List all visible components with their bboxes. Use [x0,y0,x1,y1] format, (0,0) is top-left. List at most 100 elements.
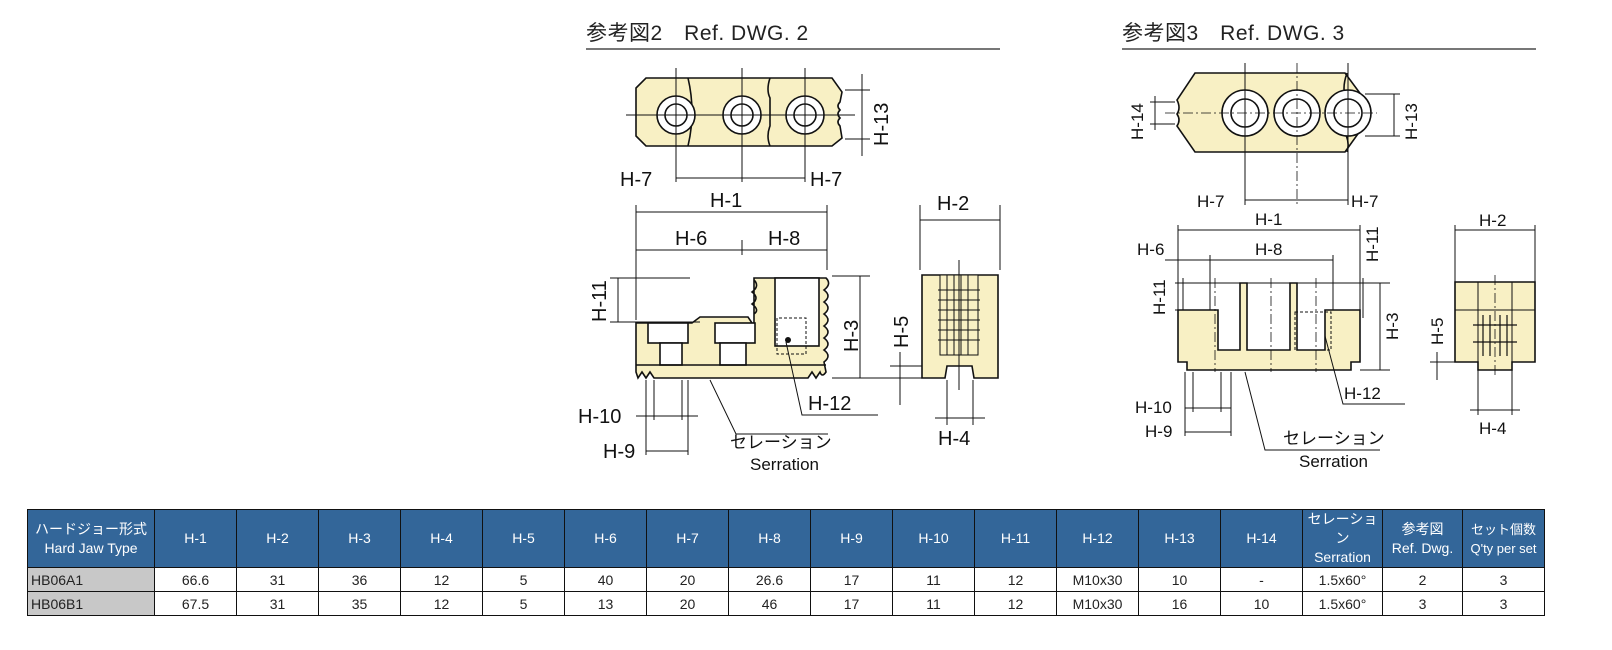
cell-h12: M10x30 [1056,591,1139,616]
cell-h6: 13 [564,591,647,616]
cell-h5: 5 [482,567,565,592]
dwg2-label-h12: H-12 [808,393,851,415]
dwg3-side-view: H-1 H-6 H-8 H-11 H-11 H-3 H-10 H-9 セレーショ… [1135,210,1405,471]
cell-h4: 12 [400,567,483,592]
cell-h2: 31 [236,591,319,616]
cell-h6: 40 [564,567,647,592]
cell-ref-dwg: 3 [1382,591,1463,616]
dwg2-label-h3: H-3 [841,320,863,352]
dwg2-label-h6: H-6 [675,228,707,250]
cell-qty: 3 [1462,591,1545,616]
header-h3: H-3 [318,509,401,568]
dwg2-label-h7-right: H-7 [810,169,842,191]
cell-h10: 11 [892,567,975,592]
cell-h14: 10 [1220,591,1303,616]
dwg2-label-h13: H-13 [871,103,893,146]
cell-ref-dwg: 2 [1382,567,1463,592]
header-h1: H-1 [154,509,237,568]
dwg3-label-h9: H-9 [1145,422,1172,441]
dwg3-label-h8: H-8 [1255,240,1282,259]
dwg3-label-h11-left: H-11 [1150,279,1169,315]
header-h12: H-12 [1056,509,1139,568]
dwg3-label-h7-left: H-7 [1197,192,1224,211]
dwg2-side-view: H-1 H-6 H-8 H-11 H-3 H-10 H-9 セレーション Ser… [578,190,930,474]
header-h7: H-7 [646,509,729,568]
cell-h9: 17 [810,567,893,592]
cell-h14: - [1220,567,1303,592]
dwg3-label-h14: H-14 [1128,103,1147,140]
dwg3-label-h3: H-3 [1383,313,1402,340]
dwg2-top-view: H-7 H-7 H-13 [620,68,893,191]
cell-h11: 12 [974,591,1057,616]
header-h11: H-11 [974,509,1057,568]
cell-h5: 5 [482,591,565,616]
dwg3-label-h4: H-4 [1479,419,1506,438]
table-row: HB06B1 67.5 31 35 12 5 13 20 46 17 11 12… [27,591,1545,616]
cell-h13: 16 [1138,591,1221,616]
dwg3-label-h11-right: H-11 [1363,226,1382,262]
dwg3-label-serration-jp: セレーション [1283,429,1385,448]
dwg2-title-rule [586,48,1000,50]
header-h9: H-9 [810,509,893,568]
cell-h10: 11 [892,591,975,616]
dwg3-top-view: H-13 H-14 H-7 H-7 [1128,63,1421,211]
cell-h7: 20 [646,567,729,592]
dwg2-label-h7-left: H-7 [620,169,652,191]
dwg3-end-view: H-2 H-5 H-4 [1428,211,1536,438]
dwg2-label-h9: H-9 [603,441,635,463]
cell-h7: 20 [646,591,729,616]
dwg2-end-view: H-2 H-5 H-4 [890,193,1001,450]
cell-type: HB06B1 [27,591,155,616]
cell-serration: 1.5x60° [1302,567,1383,592]
dwg2-label-h5: H-5 [891,316,913,348]
cell-type: HB06A1 [27,567,155,592]
dwg3-label-h5: H-5 [1428,318,1447,345]
dwg3-label-h6: H-6 [1137,240,1164,259]
cell-qty: 3 [1462,567,1545,592]
header-h4: H-4 [400,509,483,568]
dwg3-title: 参考図3 Ref. DWG. 3 [1122,22,1345,45]
cell-h9: 17 [810,591,893,616]
dwg3-label-h7-right: H-7 [1351,192,1378,211]
dwg3-label-serration-en: Serration [1299,452,1368,471]
header-h14: H-14 [1220,509,1303,568]
cell-h3: 36 [318,567,401,592]
dwg2-drawing: H-7 H-7 H-13 H-1 H-6 H-8 H-11 H-3 [578,68,1001,474]
dwg3-title-rule [1122,48,1536,50]
cell-h12: M10x30 [1056,567,1139,592]
cell-h3: 35 [318,591,401,616]
dwg3-label-h10: H-10 [1135,398,1172,417]
cell-h4: 12 [400,591,483,616]
dwg3-label-h1: H-1 [1255,210,1282,229]
dwg2-label-h8: H-8 [768,228,800,250]
dwg2-label-h11: H-11 [589,280,611,322]
header-h8: H-8 [728,509,811,568]
dwg2-label-serration-en: Serration [750,455,819,474]
dwg3-label-h13: H-13 [1402,103,1421,140]
cell-h8: 26.6 [728,567,811,592]
header-h5: H-5 [482,509,565,568]
dwg2-label-h4: H-4 [938,428,970,450]
table-row: HB06A1 66.6 31 36 12 5 40 20 26.6 17 11 … [27,567,1545,592]
header-h6: H-6 [564,509,647,568]
dwg2-title: 参考図2 Ref. DWG. 2 [586,22,809,45]
dwg2-label-serration-jp: セレーション [730,433,832,452]
cell-h8: 46 [728,591,811,616]
cell-h13: 10 [1138,567,1221,592]
dwg3-label-h12: H-12 [1344,384,1381,403]
cell-h2: 31 [236,567,319,592]
cell-h1: 67.5 [154,591,237,616]
cell-h1: 66.6 [154,567,237,592]
dwg2-label-h10: H-10 [578,406,621,428]
dwg3-label-h2: H-2 [1479,211,1506,230]
dwg3-drawing: H-13 H-14 H-7 H-7 H-1 H-6 H-8 H-11 H-11 … [1128,63,1536,471]
dwg2-label-h2: H-2 [937,193,969,215]
header-h13: H-13 [1138,509,1221,568]
header-h10: H-10 [892,509,975,568]
